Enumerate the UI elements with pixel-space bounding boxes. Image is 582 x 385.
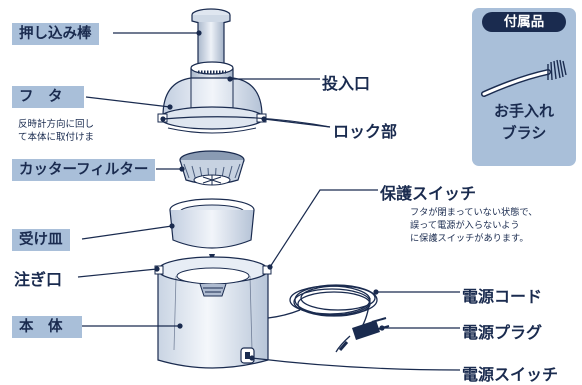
label-feed-opening: 投入口 [322,74,371,93]
label-power-switch: 電源スイッチ [462,365,559,384]
label-lid: フ タ [12,86,84,108]
label-lock-part: ロック部 [333,122,398,141]
label-power-cord: 電源コード [462,287,543,306]
label-safety-switch: 保護スイッチ [380,184,477,203]
safety-note: フタが閉まっていない状態で、 誤って電源が入らないよう に保護スイッチがあります… [410,206,537,245]
accessory-caption-line-1: お手入れ [493,102,554,120]
accessory-box [472,8,576,166]
safety-note-line-3: に保護スイッチがあります。 [410,233,529,244]
cutter-filter-drawing [179,150,245,186]
main-body-drawing [154,256,272,369]
plunger-drawing [191,8,231,70]
lid-note-line-1: 反時計方向に回し [18,119,95,130]
accessory-title: 付属品 [482,12,566,32]
label-plunger: 押し込み棒 [12,23,99,45]
leader-lines [77,30,461,371]
label-receiving-dish: 受け皿 [12,229,70,251]
accessory-caption-line-2: ブラシ [501,124,547,142]
label-main-body: 本 体 [12,316,82,338]
label-spout: 注ぎ口 [14,270,63,289]
label-cutter-filter: カッターフィルター [12,159,156,181]
safety-note-line-2: 誤って電源が入らないよう [410,220,520,231]
receiving-dish-drawing [169,198,255,262]
lid-note: 反時計方向に回し て本体に取付けま [18,118,94,144]
label-power-plug: 電源プラグ [462,323,543,342]
lid-note-line-2: て本体に取付けま [18,132,95,143]
power-cord-drawing [267,284,378,331]
safety-note-line-1: フタが閉まっていない状態で、 [410,207,538,218]
